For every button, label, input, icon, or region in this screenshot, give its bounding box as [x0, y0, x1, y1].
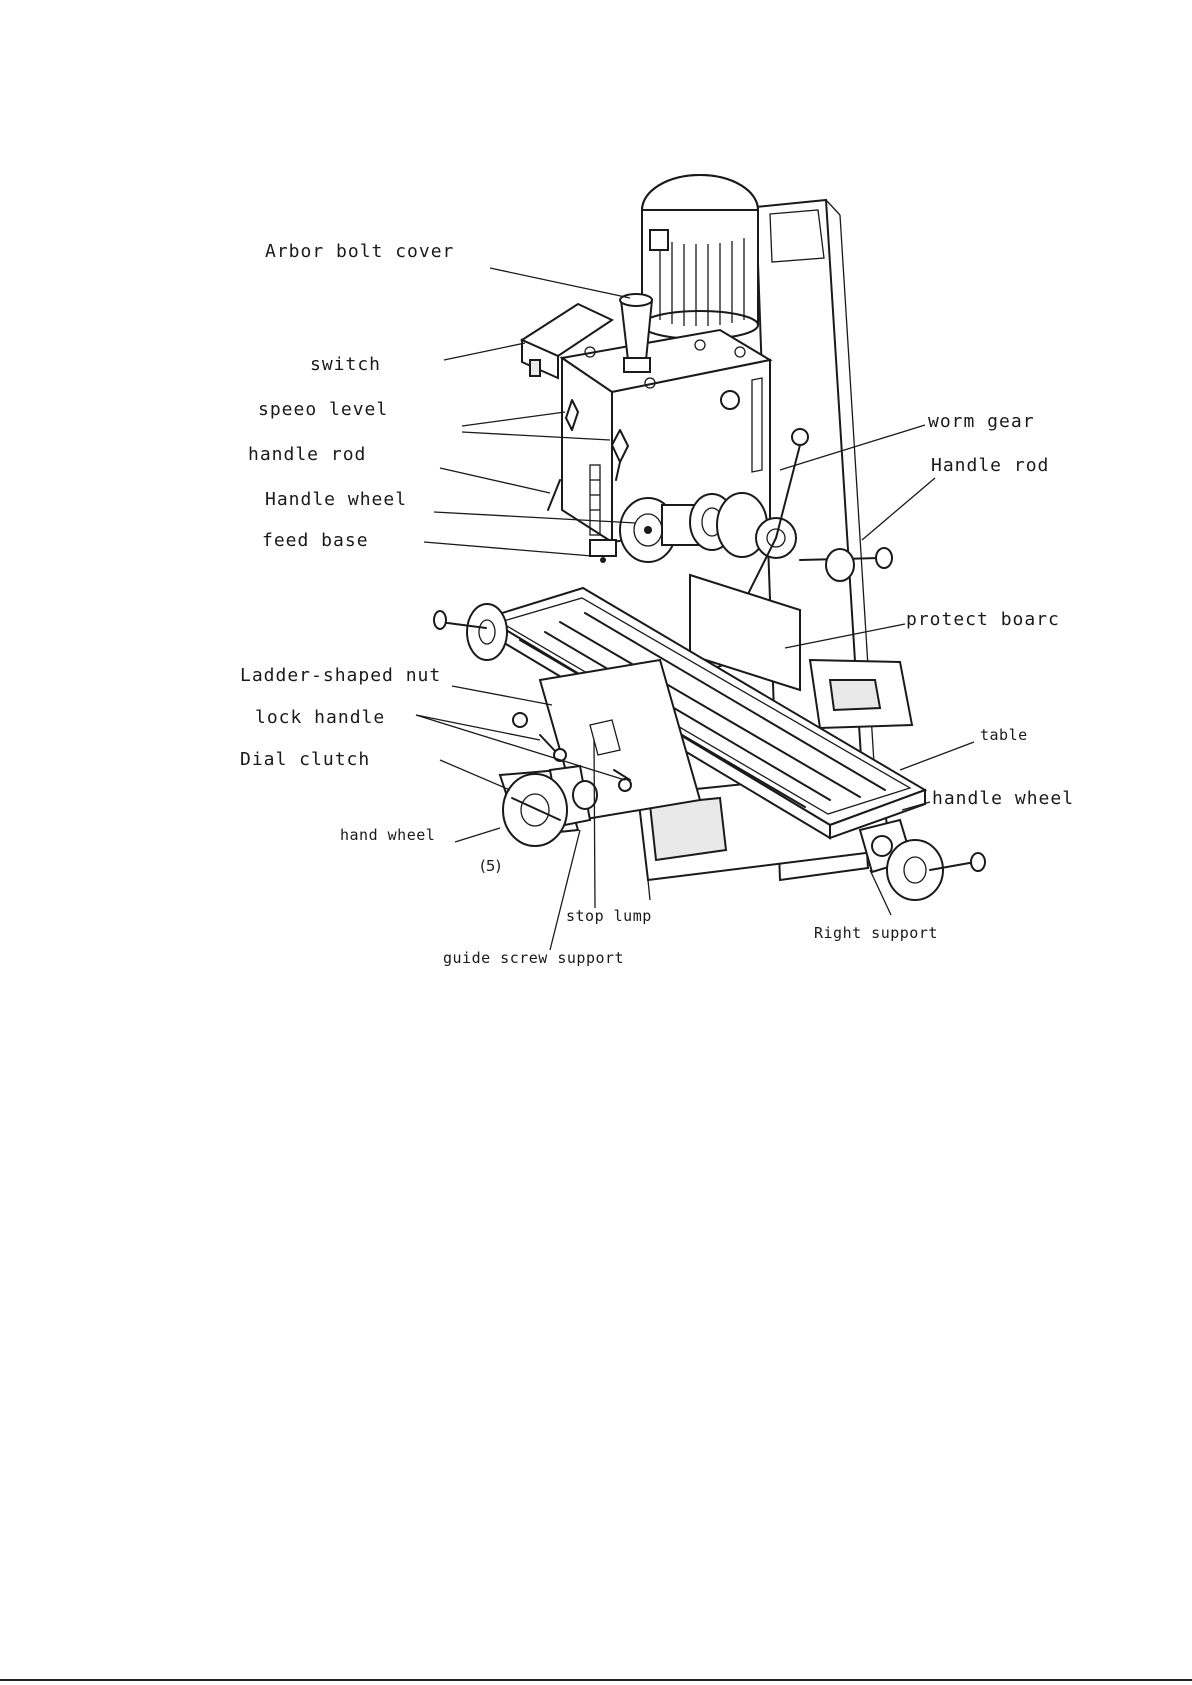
label-switch: switch [310, 356, 381, 374]
label-right-support: Right support [814, 926, 938, 941]
label-feed-base: feed base [262, 532, 369, 550]
label-speed-level: speeo level [258, 401, 388, 419]
page-bottom-rule [0, 1679, 1192, 1681]
label-ladder-shaped-nut: Ladder-shaped nut [240, 667, 441, 685]
label-handle-wheel-right: handle wheel [932, 790, 1074, 808]
label-worm-gear: worm gear [928, 413, 1035, 431]
motor [642, 175, 758, 339]
label-stop-lump: stop lump [566, 909, 652, 924]
label-handle-wheel-left: Handle wheel [265, 491, 407, 509]
table-left-handwheel [434, 604, 507, 660]
label-figure-number: (5) [480, 859, 501, 874]
label-hand-wheel: hand wheel [340, 828, 435, 843]
label-dial-clutch: Dial clutch [240, 751, 370, 769]
label-protect-board: protect boarc [906, 611, 1060, 629]
label-guide-screw-support: guide screw support [443, 951, 624, 966]
label-arbor-bolt-cover: Arbor bolt cover [265, 243, 454, 261]
label-table: table [980, 728, 1028, 743]
front-handwheel [500, 766, 597, 846]
label-handle-rod-left: handle rod [248, 446, 366, 464]
label-handle-rod-right: Handle rod [931, 457, 1049, 475]
label-lock-handle: lock handle [255, 709, 385, 727]
